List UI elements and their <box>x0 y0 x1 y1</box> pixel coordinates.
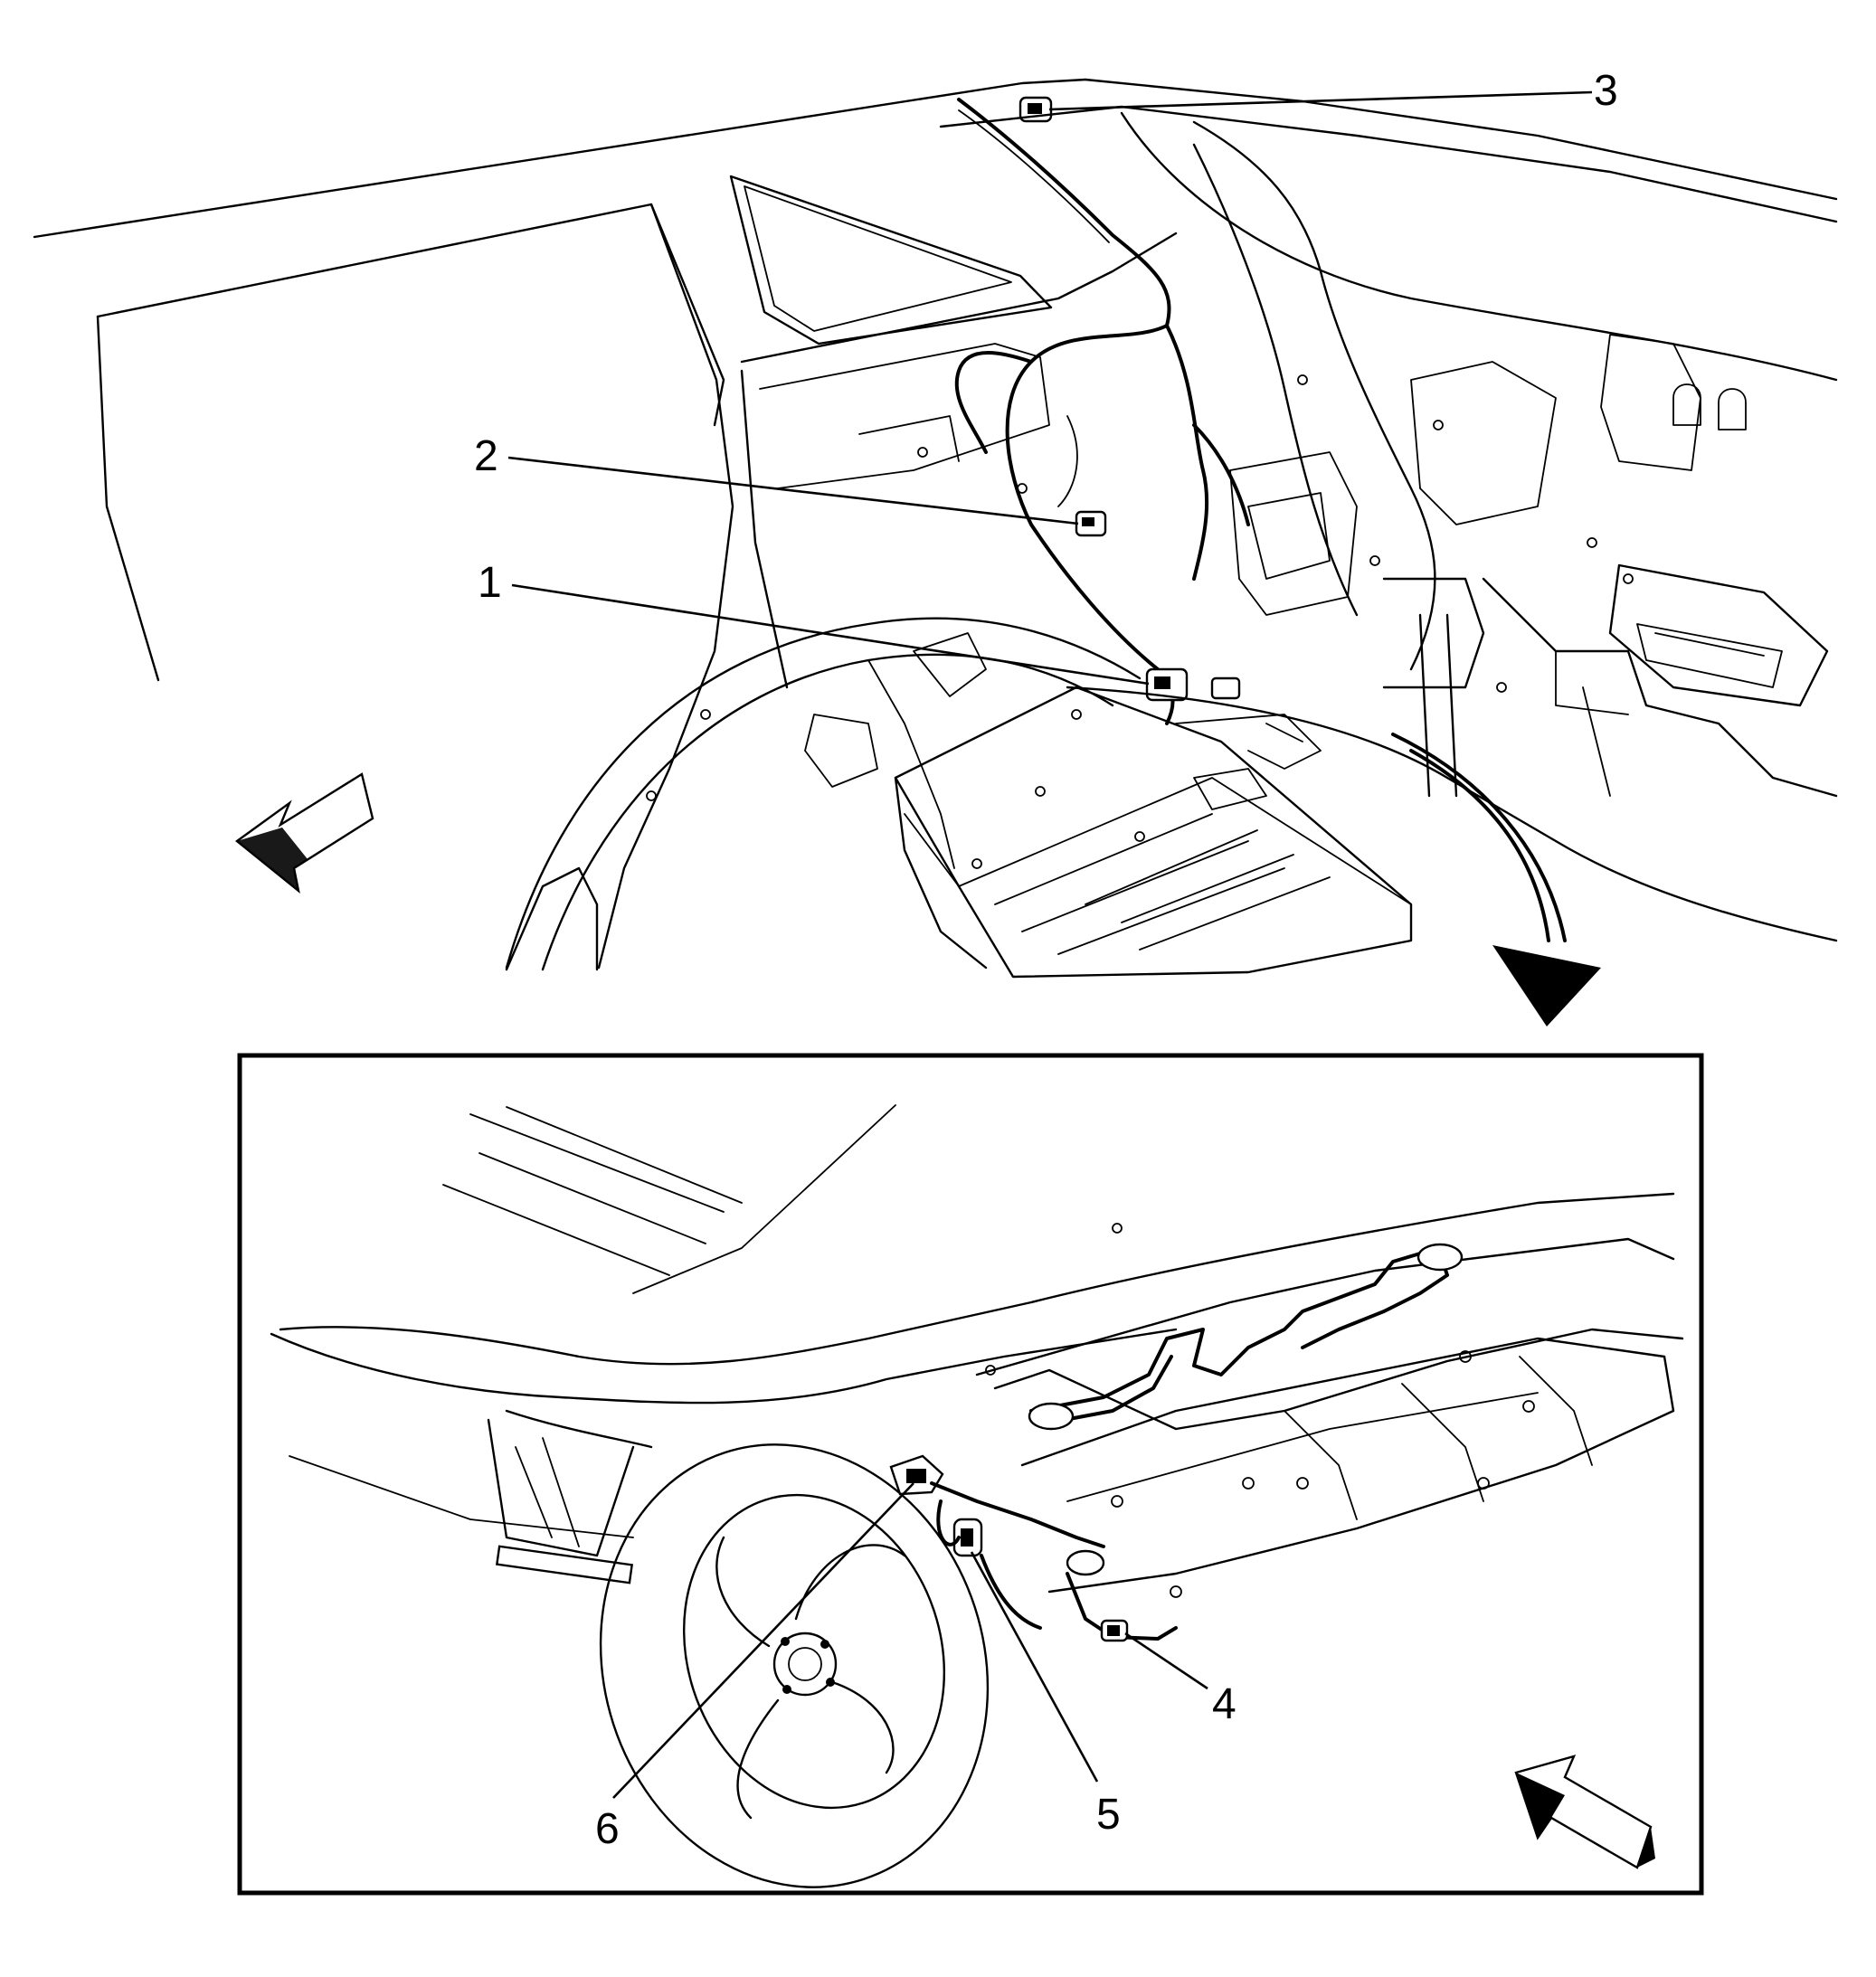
detail-view <box>270 1104 1684 1888</box>
detail-view-frame <box>237 1053 1704 1896</box>
leader-6 <box>612 1482 914 1799</box>
callout-4: 4 <box>1212 1680 1236 1728</box>
callout-6: 6 <box>595 1805 620 1853</box>
callout-labels: 3 2 1 4 5 6 <box>474 67 1618 1853</box>
curved-arrow-icon <box>1391 733 1601 1026</box>
leader-1 <box>511 583 1150 686</box>
leader-4 <box>1124 1632 1208 1690</box>
callout-2: 2 <box>474 432 498 480</box>
callout-3: 3 <box>1594 67 1618 115</box>
callout-5: 5 <box>1096 1791 1121 1839</box>
leader-3 <box>1048 90 1593 111</box>
view-direction-arrow-icon <box>1514 1755 1655 1869</box>
leader-5 <box>970 1551 1099 1783</box>
rear-tire <box>599 1443 990 1888</box>
leader-2 <box>507 456 1079 525</box>
view-direction-arrow-icon <box>235 772 374 894</box>
upper-view <box>33 78 1838 979</box>
callout-leaders <box>507 90 1593 1799</box>
callout-1: 1 <box>478 559 502 607</box>
